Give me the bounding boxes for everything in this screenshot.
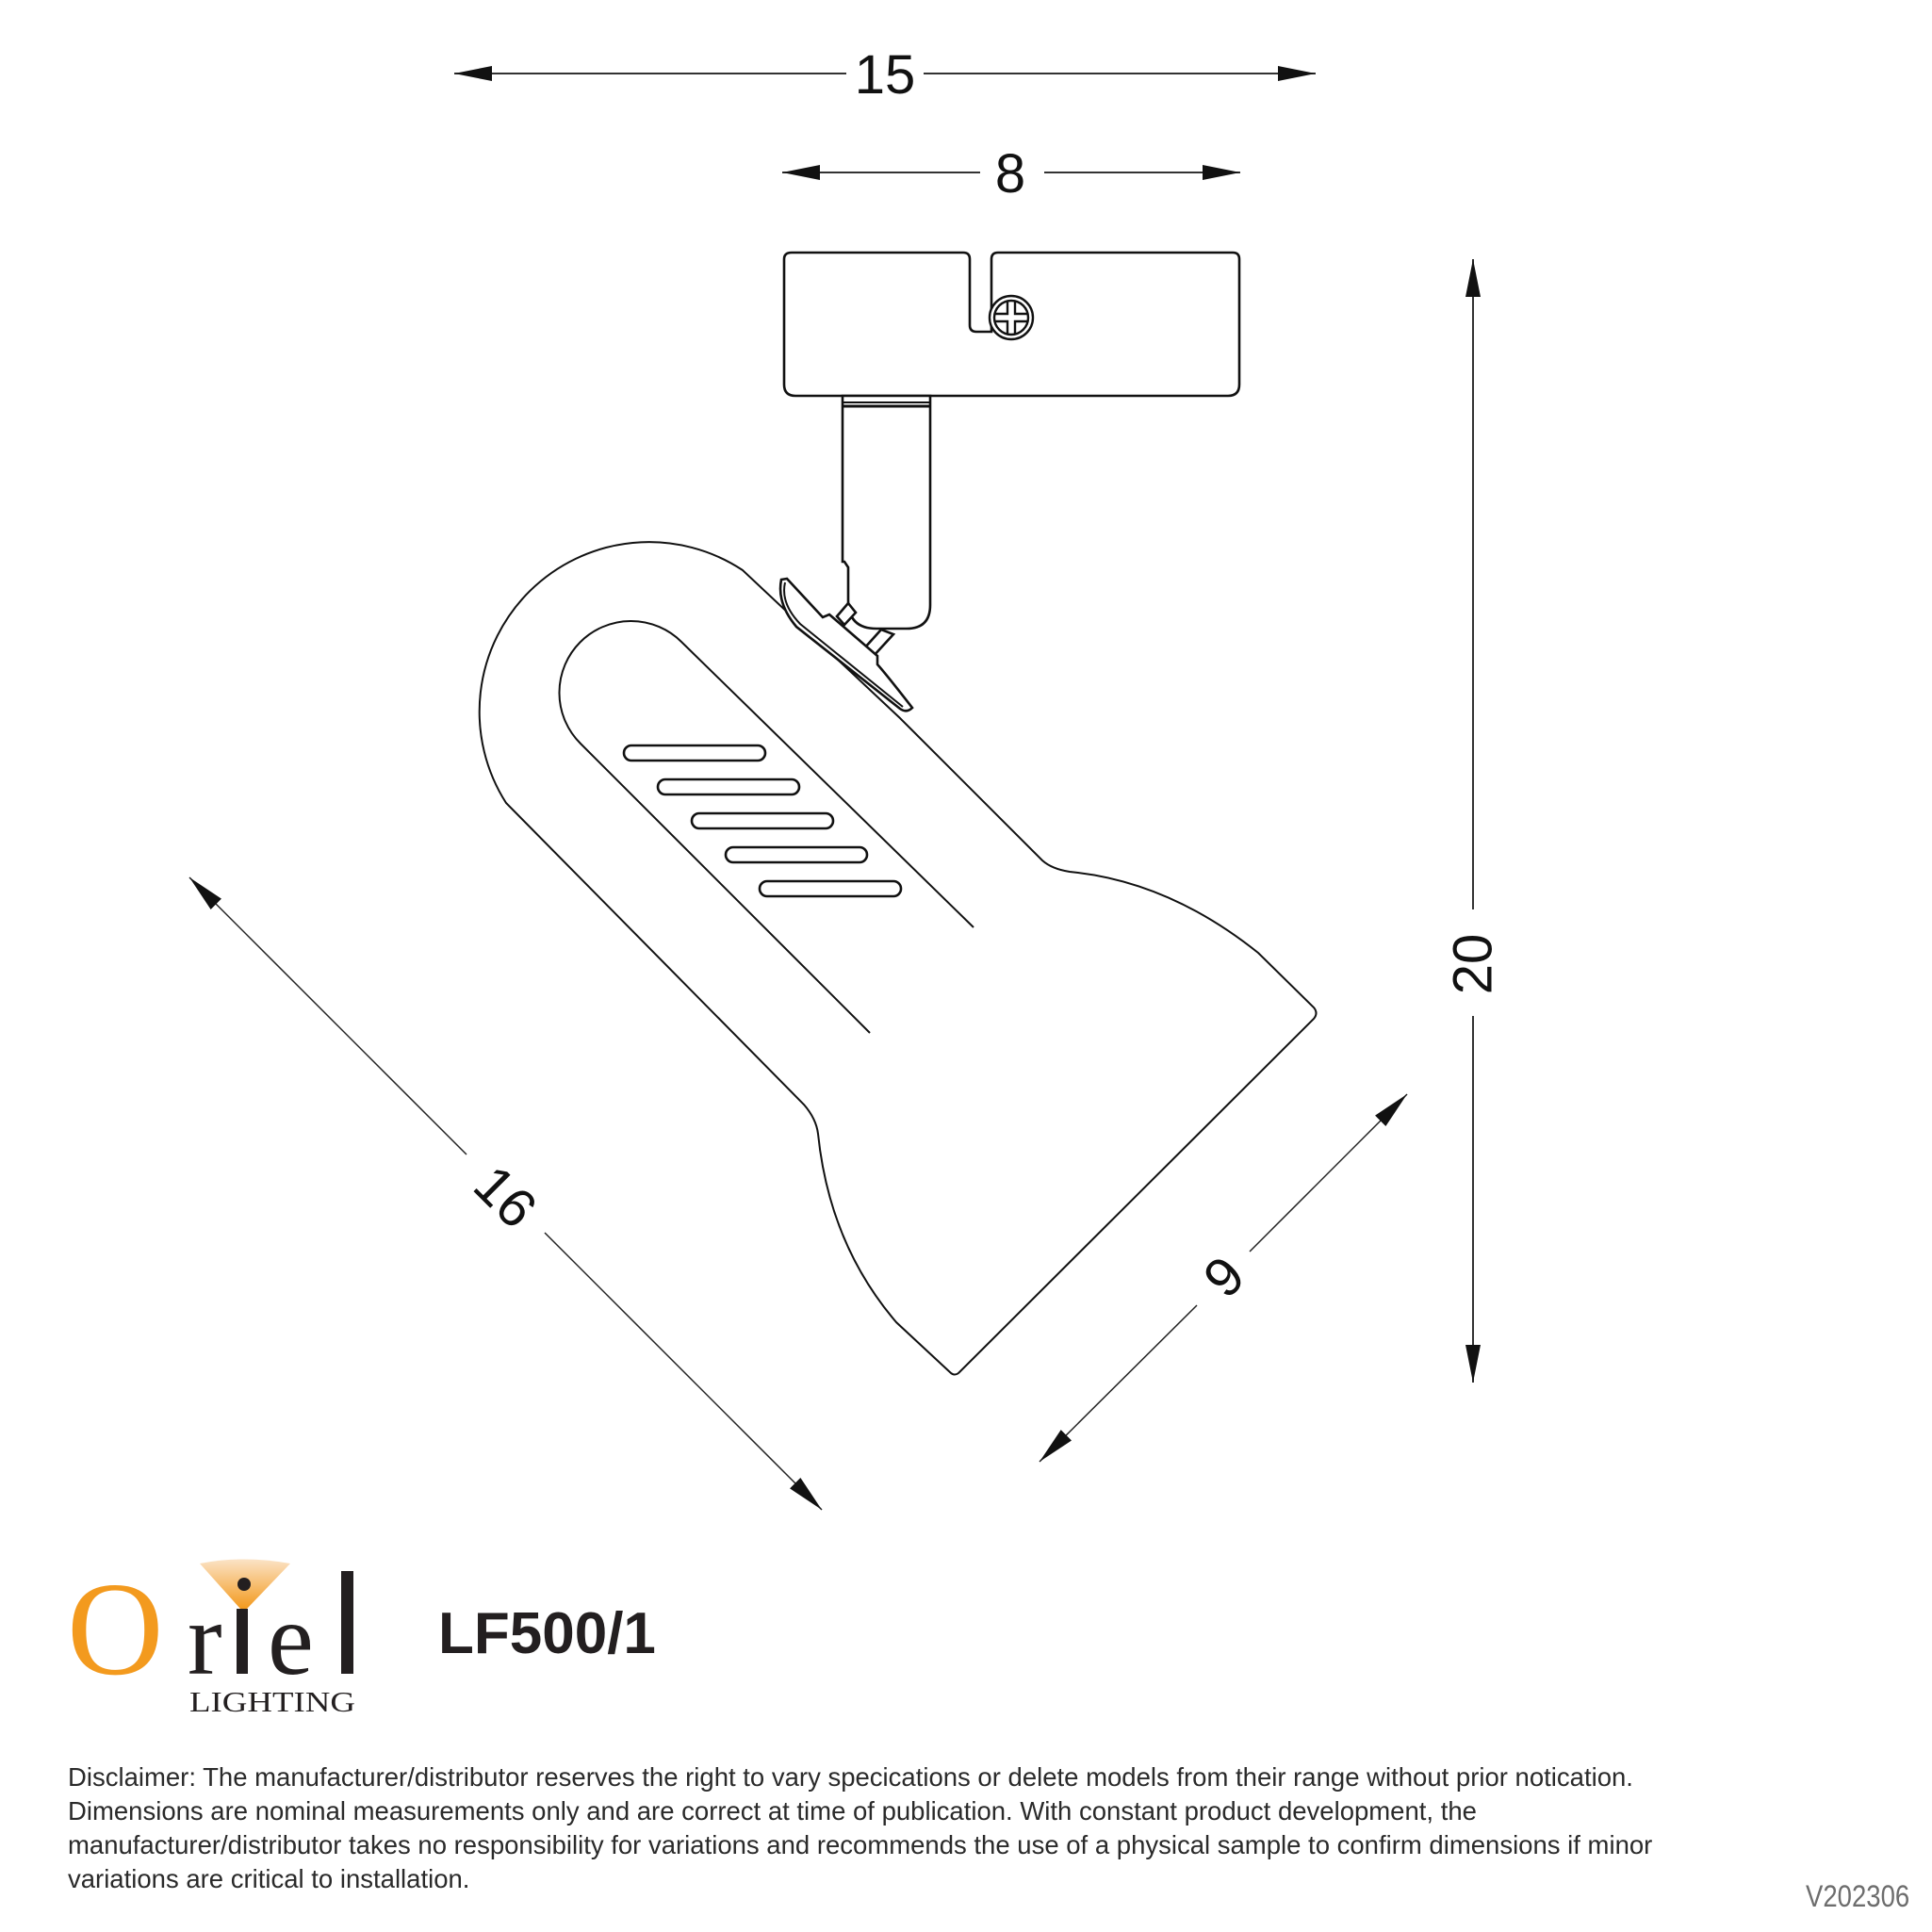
dimension-label-8: 8 — [995, 143, 1025, 205]
vent-slots — [622, 744, 903, 898]
logo-subtitle: LIGHTING — [189, 1685, 355, 1718]
lamp-head-recess — [558, 619, 974, 1034]
vent-slot — [656, 778, 801, 796]
dimension-mount-width: 8 — [782, 143, 1240, 205]
disclaimer: Disclaimer: The manufacturer/distributor… — [68, 1760, 1915, 1896]
disclaimer-line: manufacturer/distributor takes no respon… — [68, 1830, 1653, 1859]
knuckle-bracket — [778, 577, 914, 712]
vent-slot — [724, 845, 869, 864]
dimension-label-16: 16 — [462, 1154, 548, 1240]
vent-slot — [622, 744, 767, 762]
logo-letter-l — [341, 1571, 353, 1674]
brand-logo: O r e LIGHTING — [67, 1554, 355, 1718]
dimension-line-16-upper — [188, 876, 467, 1155]
lamp-head-outline — [478, 541, 1318, 1376]
vent-slot — [758, 879, 903, 898]
dimension-overall-height: 20 — [1443, 259, 1504, 1383]
logo-letter-o: O — [67, 1554, 164, 1703]
lamp-head — [478, 541, 1318, 1376]
dimension-line-9-lower — [1039, 1304, 1198, 1463]
screw-icon — [988, 294, 1035, 341]
version-code: V202306 — [1806, 1879, 1910, 1913]
dimension-label-9: 9 — [1192, 1245, 1257, 1310]
disclaimer-line: variations are critical to installation. — [68, 1864, 470, 1893]
dimension-line-9-upper — [1249, 1093, 1408, 1253]
dimension-overall-width: 15 — [454, 44, 1316, 106]
dimension-line-16-lower — [544, 1232, 823, 1511]
logo-letter-e: e — [268, 1581, 314, 1696]
model-code: LF500/1 — [438, 1601, 656, 1666]
dimension-label-20: 20 — [1443, 934, 1504, 995]
disclaimer-line: Disclaimer: The manufacturer/distributor… — [68, 1762, 1633, 1792]
dimension-label-15: 15 — [855, 44, 916, 106]
disclaimer-line: Dimensions are nominal measurements only… — [68, 1796, 1477, 1826]
logo-letter-i-dot — [237, 1578, 251, 1591]
logo-letter-r: r — [188, 1581, 222, 1696]
vent-slot — [690, 811, 835, 830]
logo-letter-i-stem — [237, 1609, 248, 1674]
stem — [841, 394, 932, 630]
